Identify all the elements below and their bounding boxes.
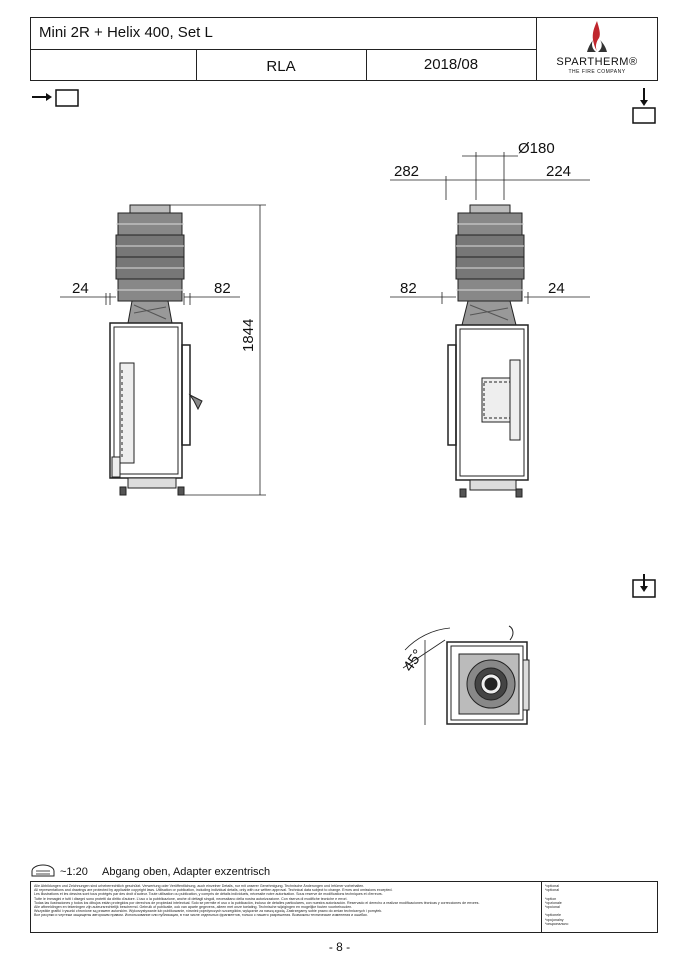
- legal-notice: Alle Abbildungen und Zeichnungen sind ur…: [34, 884, 539, 918]
- option-note: *опционально: [545, 921, 569, 926]
- legal-line: Все рисунки и чертежи защищены авторским…: [34, 913, 368, 918]
- legal-line: Tutte le immagini e tutti i disegni sono…: [34, 896, 348, 901]
- drawing-date: 2018/08: [423, 56, 479, 73]
- legal-line: Alle Abbildungen und Zeichnungen sind ur…: [34, 884, 365, 888]
- option-note: *optional: [545, 884, 559, 888]
- fireplace-outline-icon: [31, 864, 55, 877]
- legal-line: Wszystkie grafiki i rysunki chronione są…: [34, 909, 383, 914]
- legal-notice-box: Alle Abbildungen und Zeichnungen sind ur…: [30, 881, 658, 933]
- legal-divider: [541, 882, 542, 932]
- option-note: *optional: [545, 888, 559, 893]
- legal-line: Todas las ilustraciones y todos los dibu…: [34, 900, 480, 905]
- option-note: *optionele: [545, 913, 561, 918]
- dim-right-offset: 82: [214, 280, 231, 297]
- dim-side-left-offset: 82: [400, 280, 417, 297]
- option-note: *opcjonalny: [545, 917, 564, 922]
- option-note: *opcional: [545, 905, 560, 910]
- top-view-arrow-icon: [632, 574, 656, 598]
- front-view-drawing: [60, 204, 266, 496]
- dim-flue-diameter: Ø180: [518, 140, 555, 157]
- dim-right-width: 224: [546, 163, 572, 180]
- dim-total-height: 1844: [240, 318, 257, 352]
- drawing-caption: Abgang oben, Adapter exzentrisch: [102, 866, 271, 878]
- option-note: *option: [545, 896, 557, 901]
- dim-side-right-offset: 24: [548, 280, 565, 297]
- top-view-drawing: [402, 625, 530, 725]
- drawing-code: RLA: [266, 58, 296, 75]
- title-block-divider: [536, 18, 537, 80]
- legal-line: Les illustrations et les dessins sont to…: [34, 892, 383, 897]
- drawing-scale: ~1:20: [60, 866, 88, 878]
- page-number: - 8 -: [328, 940, 351, 954]
- title-block-divider: [31, 49, 536, 50]
- side-view-drawing: [390, 152, 590, 498]
- legal-options: *optional *optional *option *opzionale *…: [545, 884, 653, 926]
- flame-icon: [587, 21, 607, 52]
- title-block: Mini 2R + Helix 400, Set L RLA 2018/08 S…: [30, 17, 658, 81]
- dim-left-offset: 24: [72, 280, 89, 297]
- brand-name: SPARTHERM®: [556, 56, 638, 68]
- legal-line: Alle afbeeldingen en tekeningen zijn aut…: [34, 905, 353, 910]
- brand-logo: SPARTHERM® THE FIRE COMPANY: [536, 18, 658, 80]
- option-note: *opzionale: [545, 900, 562, 905]
- brand-tagline: THE FIRE COMPANY: [568, 69, 626, 75]
- front-view-arrow-icon: [32, 89, 79, 107]
- legal-line: All representations and drawings are pro…: [34, 888, 393, 893]
- dim-left-width: 282: [394, 163, 420, 180]
- product-title: Mini 2R + Helix 400, Set L: [39, 24, 213, 41]
- title-block-divider: [366, 49, 367, 80]
- side-view-arrow-icon: [632, 88, 656, 124]
- title-block-divider: [196, 49, 197, 80]
